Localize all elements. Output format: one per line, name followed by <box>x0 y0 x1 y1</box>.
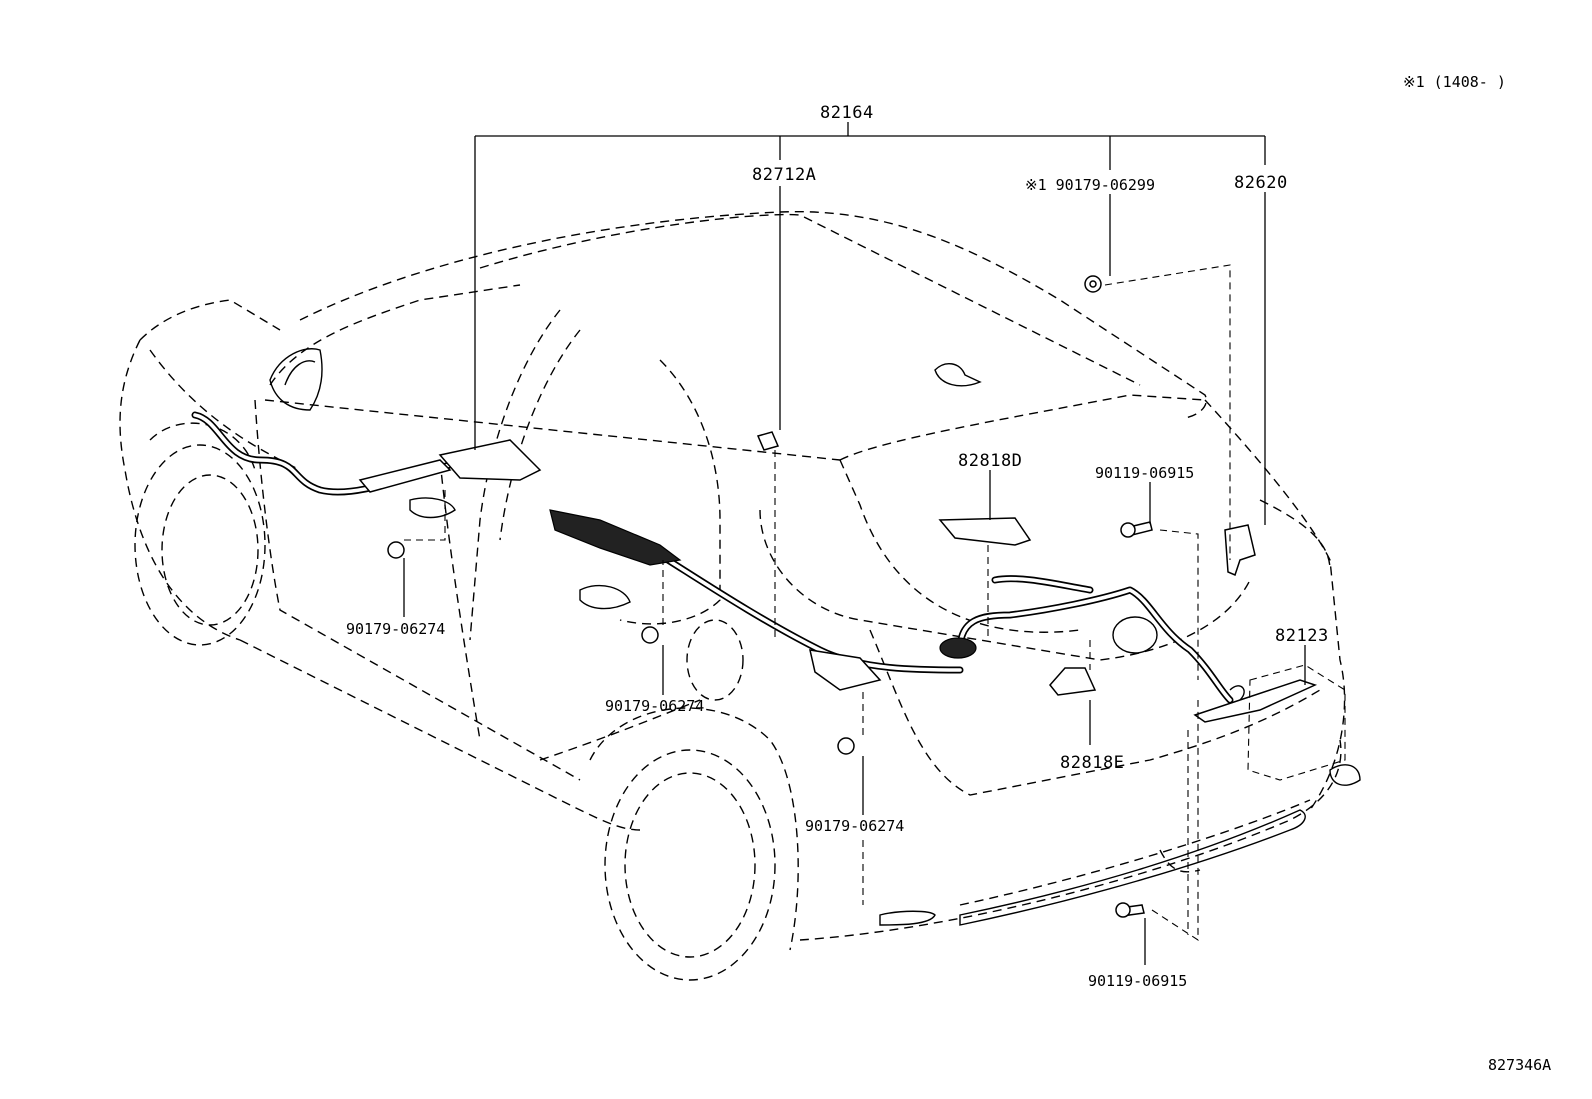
leader-lines <box>403 122 1346 965</box>
part-label-90179-06274-left: 90179-06274 <box>346 620 445 638</box>
part-label-90179-06274-low: 90179-06274 <box>805 817 904 835</box>
harness-protector-mid <box>549 509 882 691</box>
part-label-90119-06915-bottom: 90119-06915 <box>1088 972 1187 990</box>
harness-connector-front <box>358 439 542 493</box>
part-label-82164: 82164 <box>820 103 874 123</box>
part-label-82818D: 82818D <box>958 451 1022 471</box>
car-body-outline <box>119 210 1361 981</box>
grommet <box>939 637 977 659</box>
part-label-82620: 82620 <box>1234 173 1288 193</box>
note-label: ※1 (1408- ) <box>1403 73 1506 91</box>
part-label-90179-06299: ※1 90179-06299 <box>1025 176 1155 194</box>
part-label-82818E: 82818E <box>1060 753 1124 773</box>
clip-parts <box>387 275 1153 918</box>
clamp-82712A <box>756 431 780 451</box>
diagram-code-label: 827346A <box>1488 1056 1551 1074</box>
part-label-82123: 82123 <box>1275 626 1329 646</box>
bracket-82818E <box>1049 667 1097 696</box>
part-label-90119-06915-top: 90119-06915 <box>1095 464 1194 482</box>
part-label-82712A: 82712A <box>752 165 816 185</box>
bracket-82818D <box>938 517 1032 546</box>
part-label-90179-06274-mid: 90179-06274 <box>605 697 704 715</box>
connector-82123 <box>1193 679 1318 723</box>
connector-82620 <box>1224 524 1256 577</box>
